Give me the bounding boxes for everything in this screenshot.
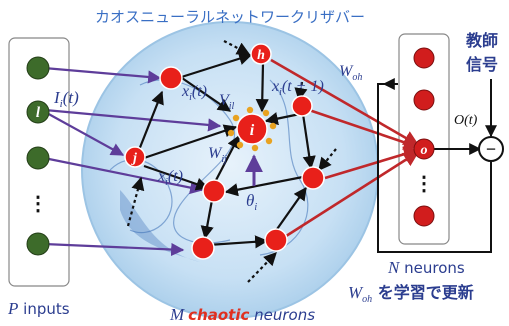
- reservoir-disc: [81, 21, 379, 319]
- neuron-i: [236, 113, 268, 145]
- neuron: [301, 166, 325, 190]
- x-t-label-top: xi(t): [181, 83, 207, 103]
- input-node-label: l: [36, 105, 41, 121]
- v-il-label: Vil: [219, 92, 235, 112]
- output-dots: ⋮: [414, 173, 434, 195]
- input-node: [26, 232, 50, 256]
- neuron-j: [124, 146, 146, 168]
- output-node: [413, 89, 435, 111]
- input-nodes: [26, 56, 50, 256]
- output-signal-label: O(t): [454, 113, 478, 128]
- reservoir-texture-blob: [120, 190, 200, 262]
- diagram-title: カオスニューラルネットワークリザバー: [95, 8, 365, 26]
- readout-connections: [270, 58, 420, 240]
- neuron: [159, 66, 183, 90]
- neuron: [202, 179, 226, 203]
- input-node: [26, 146, 50, 170]
- caption-inputs: P inputs: [7, 299, 70, 318]
- output-feedback-line: [377, 83, 398, 244]
- input-connections: [43, 66, 222, 257]
- recurrent-connections: [137, 52, 316, 249]
- w-oh-label: Woh: [339, 63, 362, 83]
- input-node: [26, 56, 50, 80]
- neuron: [191, 236, 215, 260]
- x-t-label: xi(t): [157, 168, 183, 188]
- neuron-h-label: h: [257, 48, 265, 63]
- external-dotted-connections: [126, 40, 337, 283]
- input-node-l: [26, 100, 50, 124]
- w-ij-label: Wij: [208, 145, 227, 165]
- neuron-i-halo: [227, 106, 277, 152]
- caption-output-neurons: N neurons: [387, 258, 465, 277]
- neuron-h: [250, 43, 272, 65]
- teacher-signal-line2: 信号: [466, 55, 498, 74]
- neuron: [291, 95, 313, 117]
- error-feedback-line: [377, 162, 492, 253]
- output-nodes: [413, 47, 435, 227]
- input-dots: ⋮: [28, 193, 48, 215]
- caption-learning: Woh を学習で更新: [348, 283, 474, 305]
- comparator-circle: [478, 136, 504, 162]
- neuron-j-label: j: [131, 151, 137, 166]
- output-node: [413, 47, 435, 69]
- neuron-i-label: i: [250, 122, 255, 139]
- neuron: [264, 228, 288, 252]
- output-node-o: [413, 138, 435, 160]
- comparator-minus: −: [486, 139, 496, 159]
- x-t1-label: xi(t + 1): [271, 78, 324, 98]
- theta-label: θi: [246, 191, 257, 213]
- teacher-signal-line1: 教師: [466, 31, 498, 50]
- output-node-label: o: [421, 143, 428, 158]
- reservoir-neurons: [124, 43, 325, 260]
- input-signal-label: Ii(t): [53, 88, 79, 110]
- output-node: [413, 205, 435, 227]
